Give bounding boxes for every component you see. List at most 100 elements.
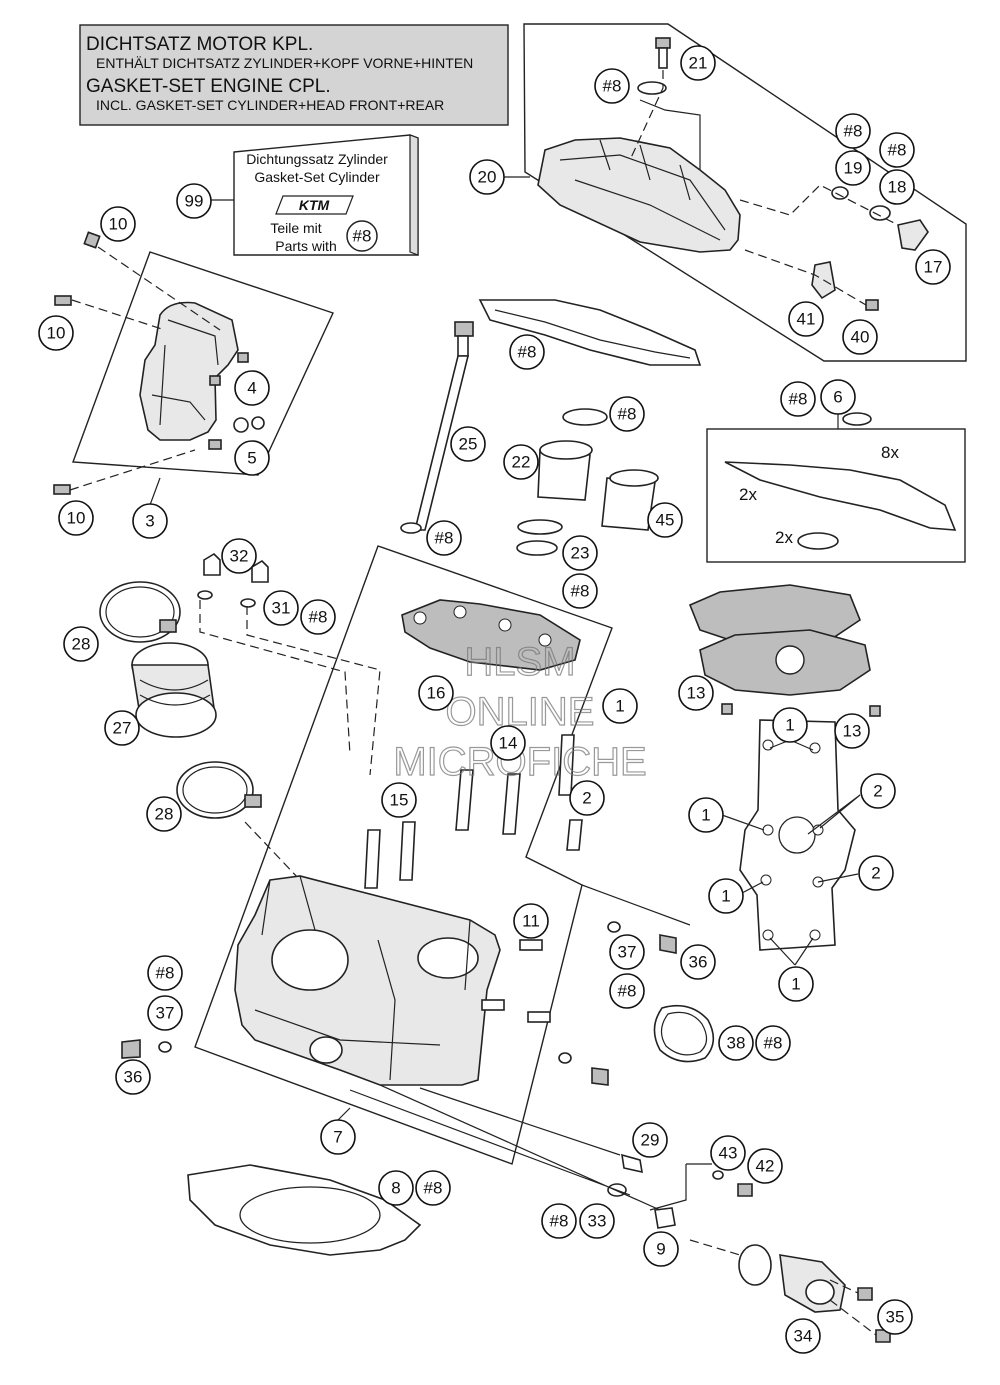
callout-27: 27 [104, 710, 140, 746]
callout-1-plate-left: 1 [688, 797, 724, 833]
callout-37-right: 37 [609, 934, 645, 970]
cover-screw-21 [637, 37, 671, 95]
svg-text:1: 1 [701, 806, 710, 825]
svg-text:2: 2 [873, 782, 882, 801]
svg-text:18: 18 [888, 178, 907, 197]
svg-text:38: 38 [727, 1034, 746, 1053]
svg-text:3: 3 [145, 512, 154, 531]
kit-line-1: Dichtungssatz Zylinder [246, 151, 388, 167]
svg-text:40: 40 [851, 328, 870, 347]
kit-line-2: Gasket-Set Cylinder [254, 169, 380, 185]
svg-text:#8: #8 [844, 122, 863, 141]
callout-28-upper: 28 [63, 626, 99, 662]
kit-line-4: Parts with [275, 238, 336, 254]
callout-42: 42 [747, 1148, 783, 1184]
oil-filler-plug [831, 186, 929, 251]
svg-text:#8: #8 [603, 77, 622, 96]
svg-text:1: 1 [785, 716, 794, 735]
ktm-logo-text: KTM [299, 197, 330, 213]
kit-line-3: Teile mit [270, 220, 321, 236]
engine-cover-part [139, 301, 239, 441]
callout-29: 29 [632, 1122, 668, 1158]
callout-5: 5 [234, 440, 270, 476]
head-small-parts [121, 921, 677, 1086]
svg-text:20: 20 [478, 168, 497, 187]
callout-8-shim: #8 [609, 396, 645, 432]
svg-text:99: 99 [185, 192, 204, 211]
svg-text:28: 28 [155, 805, 174, 824]
svg-text:41: 41 [797, 310, 816, 329]
watermark: HLSM ONLINE MICROFICHE [393, 639, 648, 784]
svg-text:2: 2 [582, 789, 591, 808]
cylinder-head-part [234, 875, 501, 1086]
callout-8-seal-37: #8 [609, 973, 645, 1009]
svg-text:29: 29 [641, 1131, 660, 1150]
callout-8-seal-38: #8 [755, 1025, 791, 1061]
callout-8-stud-washer: #8 [426, 520, 462, 556]
header-line-1: DICHTSATZ MOTOR KPL. [86, 34, 313, 55]
callout-33: 33 [579, 1203, 615, 1239]
svg-text:10: 10 [109, 215, 128, 234]
svg-text:#8: #8 [888, 141, 907, 160]
gasket-set-header-box: DICHTSATZ MOTOR KPL. ENTHÄLT DICHTSATZ Z… [79, 24, 509, 126]
kit-gasket-contents [724, 412, 957, 550]
callout-bubbles: 99 10 10 10 4 5 3 21 #8 20 #8 19 #8 18 1… [38, 45, 951, 1354]
gasket-kit-frame [706, 428, 966, 563]
callout-4: 4 [234, 370, 270, 406]
callout-36-left: 36 [115, 1059, 151, 1095]
svg-text:10: 10 [47, 324, 66, 343]
svg-text:1: 1 [721, 887, 730, 906]
svg-text:13: 13 [843, 722, 862, 741]
svg-text:37: 37 [156, 1004, 175, 1023]
svg-text:45: 45 [656, 511, 675, 530]
clamp-28-lower [176, 761, 262, 819]
callout-34: 34 [785, 1318, 821, 1354]
ktm-logo-icon: KTM [275, 195, 354, 215]
callout-8-cover-gasket: #8 [509, 334, 545, 370]
callout-8-seal-19: #8 [835, 113, 871, 149]
callout-1-plate-top: 1 [772, 707, 808, 743]
svg-text:#8: #8 [435, 529, 454, 548]
callout-11: 11 [513, 903, 549, 939]
svg-text:8: 8 [391, 1179, 400, 1198]
callout-3: 3 [132, 503, 168, 539]
watermark-line-2: ONLINE [446, 690, 595, 734]
callout-45: 45 [647, 502, 683, 538]
svg-text:43: 43 [719, 1144, 738, 1163]
qty-8x: 8x [881, 443, 899, 462]
callout-23: 23 [562, 535, 598, 571]
callout-2-plate-mid: 2 [858, 855, 894, 891]
svg-text:#8: #8 [571, 582, 590, 601]
svg-text:11: 11 [522, 912, 540, 931]
qty-2x-a: 2x [739, 485, 757, 504]
callout-13-right: 13 [834, 713, 870, 749]
lower-fittings [607, 1153, 753, 1229]
callout-41: 41 [788, 301, 824, 337]
callout-25: 25 [450, 426, 486, 462]
callout-15: 15 [381, 782, 417, 818]
header-line-2: ENTHÄLT DICHTSATZ ZYLINDER+KOPF VORNE+HI… [96, 55, 473, 71]
thermostat-housing-34 [738, 1244, 891, 1343]
callout-18: 18 [879, 169, 915, 205]
svg-text:34: 34 [794, 1327, 813, 1346]
kit-ref-label: #8 [353, 227, 372, 246]
callout-37-left: 37 [147, 995, 183, 1031]
callout-10-bottom: 10 [58, 500, 94, 536]
svg-text:9: 9 [656, 1240, 665, 1259]
callout-17: 17 [915, 249, 951, 285]
svg-text:#8: #8 [309, 608, 328, 627]
cylinder-gasket-kit-box: Dichtungssatz Zylinder Gasket-Set Cylind… [233, 134, 419, 256]
header-line-4: INCL. GASKET-SET CYLINDER+HEAD FRONT+REA… [96, 97, 444, 113]
svg-text:14: 14 [499, 734, 518, 753]
svg-text:32: 32 [230, 547, 249, 566]
svg-text:36: 36 [689, 953, 708, 972]
header-line-3: GASKET-SET ENGINE CPL. [86, 76, 331, 97]
plugs-32-31 [197, 552, 269, 608]
valve-cover-part [537, 137, 741, 253]
svg-text:13: 13 [687, 684, 706, 703]
callout-22: 22 [503, 444, 539, 480]
watermark-line-1: HLSM [464, 640, 575, 684]
svg-text:1: 1 [615, 697, 624, 716]
svg-text:#8: #8 [518, 343, 537, 362]
